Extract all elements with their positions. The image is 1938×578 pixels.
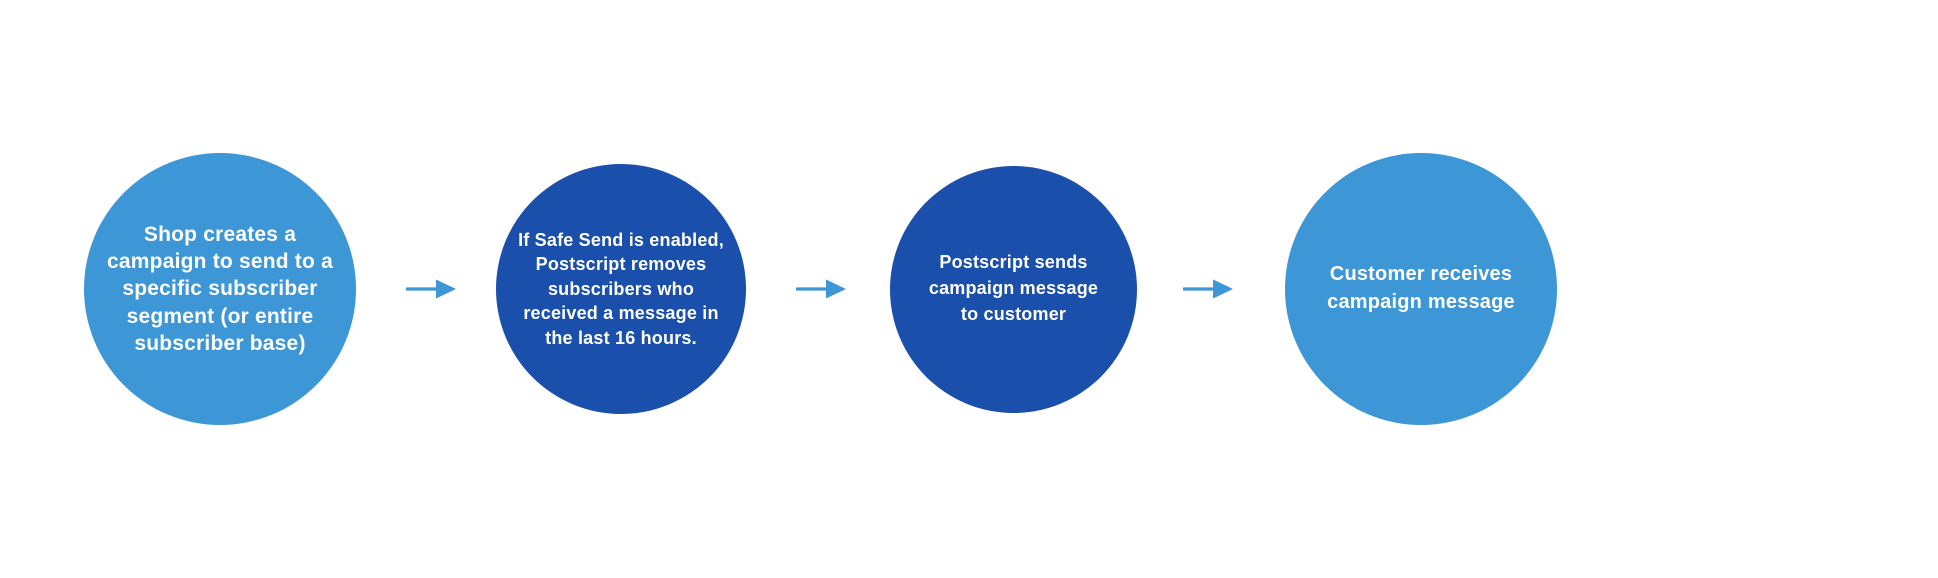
flow-node-1-circle: Shop creates a campaign to send to a spe… xyxy=(84,153,356,425)
flow-connector-3 xyxy=(1163,269,1255,309)
arrow-right-icon xyxy=(1183,279,1233,299)
flow-node-4: Customer receives campaign message xyxy=(1285,153,1557,425)
flow-node-1-label: Shop creates a campaign to send to a spe… xyxy=(107,222,333,355)
arrow-right-icon xyxy=(406,279,456,299)
flow-node-2-circle: If Safe Send is enabled, Postscript remo… xyxy=(496,164,746,414)
arrow-right-icon xyxy=(796,279,846,299)
flow-connector-2 xyxy=(776,269,868,309)
flow-node-2-label: If Safe Send is enabled, Postscript remo… xyxy=(518,229,724,348)
flow-node-2: If Safe Send is enabled, Postscript remo… xyxy=(496,164,746,414)
flow-node-1: Shop creates a campaign to send to a spe… xyxy=(84,153,356,425)
flow-node-3-label: Postscript sends campaign message to cus… xyxy=(928,252,1099,324)
flow-connector-1 xyxy=(386,269,478,309)
flow-node-3-circle: Postscript sends campaign message to cus… xyxy=(890,165,1137,413)
flow-node-4-label: Customer receives campaign message xyxy=(1327,263,1515,313)
flow-node-3: Postscript sends campaign message to cus… xyxy=(890,165,1137,413)
flow-node-4-circle: Customer receives campaign message xyxy=(1285,153,1557,425)
